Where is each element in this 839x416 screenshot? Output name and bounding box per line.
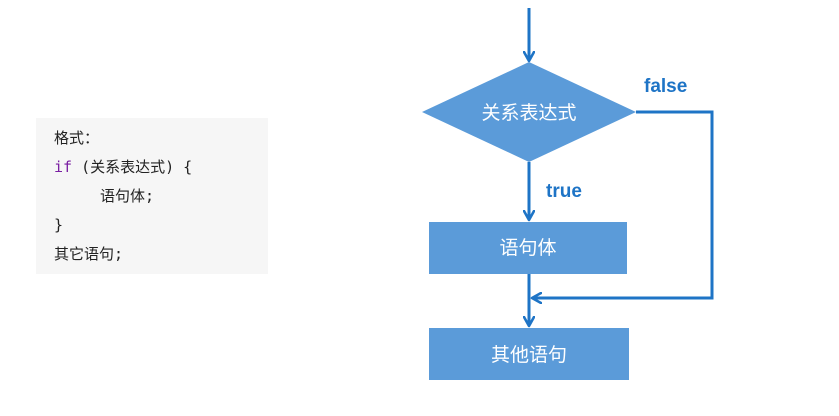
- false-label: false: [644, 76, 687, 97]
- code-line-body: 语句体;: [54, 182, 268, 211]
- close-brace: }: [54, 216, 64, 234]
- body-statement-text: 语句体;: [100, 187, 155, 205]
- code-snippet: 格式： if (关系表达式) { 语句体; } 其它语句;: [36, 118, 268, 274]
- condition-label: 关系表达式: [481, 102, 576, 124]
- other-statement-text: 其它语句;: [54, 245, 124, 263]
- body-label: 语句体: [499, 237, 556, 259]
- code-line-other: 其它语句;: [54, 240, 268, 269]
- if-condition-text: (关系表达式) {: [72, 158, 193, 176]
- format-label: 格式：: [54, 129, 100, 147]
- true-label: true: [546, 181, 582, 202]
- next-statement-label: 其他语句: [491, 344, 567, 366]
- body-box: [429, 222, 627, 274]
- code-line-close-brace: }: [54, 211, 268, 240]
- condition-diamond: [422, 62, 636, 162]
- if-keyword: if: [54, 158, 73, 176]
- code-line-if: if (关系表达式) {: [54, 153, 268, 182]
- false-arrow: [533, 110, 714, 298]
- code-line-format: 格式：: [54, 124, 268, 153]
- next-statement-box: [429, 328, 629, 380]
